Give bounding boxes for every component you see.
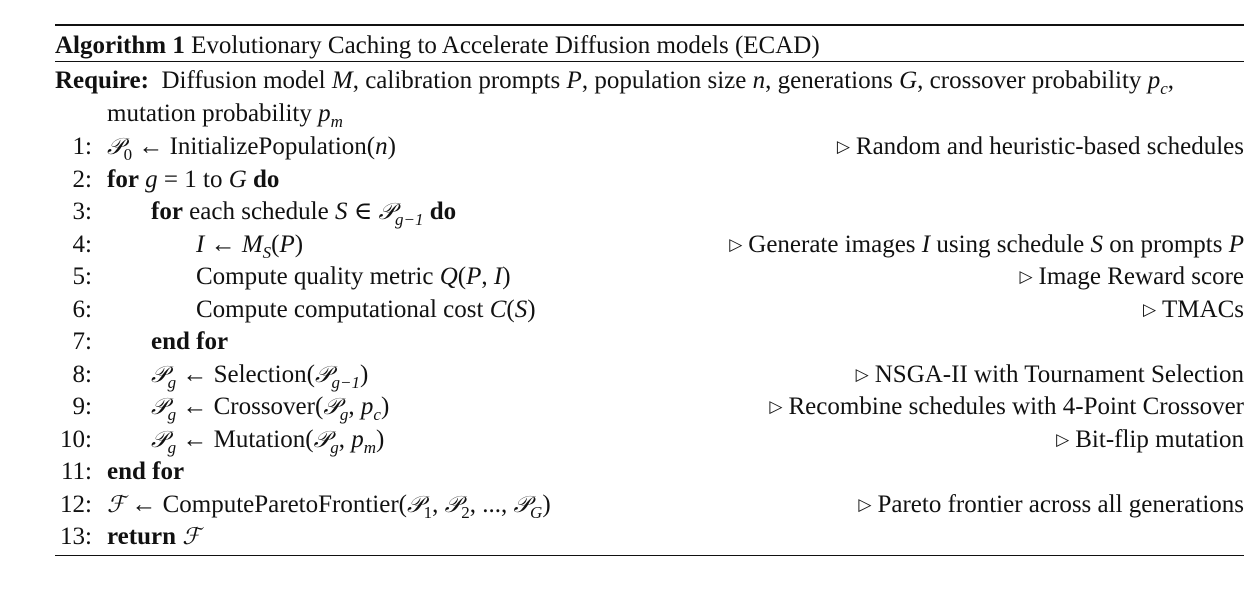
algo-line-3: 3: for each schedule S ∈ 𝒫g−1 do: [55, 195, 1244, 228]
line-comment: ▷Recombine schedules with 4-Point Crosso…: [769, 393, 1244, 420]
line-code: I ← MS(P): [196, 230, 304, 262]
comment-triangle-icon: ▷: [1056, 429, 1070, 449]
line-number: 5:: [72, 263, 92, 290]
line-code: 𝒫0 ← InitializePopulation(n): [107, 133, 396, 164]
line-code: ℱ ← ComputeParetoFrontier(𝒫1, 𝒫2, ..., 𝒫…: [107, 490, 551, 522]
line-code: end for: [151, 328, 229, 355]
algorithm-title: Evolutionary Caching to Accelerate Diffu…: [191, 32, 820, 59]
caption-rule: [55, 61, 1244, 62]
line-code: 𝒫g ← Selection(𝒫g−1): [151, 360, 369, 392]
line-number: 1:: [72, 133, 92, 160]
comment-triangle-icon: ▷: [858, 494, 872, 514]
line-code: 𝒫g ← Crossover(𝒫g, pc): [151, 393, 390, 424]
algo-line-11: 11: end for: [55, 455, 1244, 488]
line-number: 13:: [60, 523, 92, 550]
algo-line-7: 7: end for: [55, 325, 1244, 358]
algorithm-label: Algorithm 1: [55, 32, 185, 59]
algo-line-9: 9: 𝒫g ← Crossover(𝒫g, pc) ▷Recombine sch…: [55, 390, 1244, 423]
algo-line-12: 12: ℱ ← ComputeParetoFrontier(𝒫1, 𝒫2, ..…: [55, 488, 1244, 521]
line-comment: ▷Pareto frontier across all generations: [858, 490, 1244, 518]
comment-triangle-icon: ▷: [1142, 299, 1157, 319]
algo-line-5: 5: Compute quality metric Q(P, I) ▷Image…: [55, 260, 1244, 293]
line-number: 3:: [72, 198, 92, 225]
require-text: Diffusion model M, calibration prompts P…: [107, 67, 1174, 131]
algo-line-4: 4: I ← MS(P) ▷Generate images I using sc…: [55, 228, 1244, 261]
line-code: for each schedule S ∈ 𝒫g−1 do: [151, 198, 457, 229]
line-code: Compute quality metric Q(P, I): [196, 263, 511, 290]
line-code: for g = 1 to G do: [107, 165, 280, 193]
algorithm-caption: Algorithm 1 Evolutionary Caching to Acce…: [55, 26, 1244, 61]
line-comment: ▷Generate images I using schedule S on p…: [729, 230, 1244, 258]
comment-triangle-icon: ▷: [769, 397, 783, 416]
line-number: 2:: [72, 165, 92, 193]
line-number: 7:: [72, 328, 92, 355]
top-rule: [55, 24, 1244, 26]
algo-line-1: 1: 𝒫0 ← InitializePopulation(n) ▷Random …: [55, 130, 1244, 163]
line-number: 8:: [72, 360, 92, 388]
require-label: Require:: [55, 67, 149, 94]
algo-line-8: 8: 𝒫g ← Selection(𝒫g−1) ▷NSGA-II with To…: [55, 358, 1244, 391]
line-number: 12:: [60, 490, 92, 518]
line-code: end for: [107, 458, 185, 485]
comment-triangle-icon: ▷: [729, 234, 743, 254]
comment-triangle-icon: ▷: [836, 137, 850, 156]
line-code: 𝒫g ← Mutation(𝒫g, pm): [151, 425, 385, 457]
comment-triangle-icon: ▷: [855, 364, 869, 384]
algo-line-6: 6: Compute computational cost C(S) ▷TMAC…: [55, 293, 1244, 326]
comment-triangle-icon: ▷: [1019, 267, 1033, 286]
require-clause: Require: Diffusion model M, calibration …: [55, 64, 1244, 130]
algo-line-13: 13: return ℱ: [55, 520, 1244, 553]
line-comment: ▷NSGA-II with Tournament Selection: [855, 360, 1244, 388]
bottom-rule: [55, 554, 1244, 556]
line-code: return ℱ: [107, 523, 201, 550]
line-number: 4:: [72, 230, 92, 258]
line-comment: ▷TMACs: [1142, 295, 1244, 323]
line-comment: ▷Image Reward score: [1019, 263, 1244, 290]
line-code: Compute computational cost C(S): [196, 295, 536, 323]
line-comment: ▷Bit-flip mutation: [1056, 425, 1244, 453]
line-comment: ▷Random and heuristic-based schedules: [836, 133, 1244, 160]
line-number: 10:: [60, 425, 92, 453]
algo-line-10: 10: 𝒫g ← Mutation(𝒫g, pm) ▷Bit-flip muta…: [55, 423, 1244, 456]
algo-line-2: 2: for g = 1 to G do: [55, 163, 1244, 196]
algorithm-block: Algorithm 1 Evolutionary Caching to Acce…: [55, 24, 1244, 556]
line-number: 9:: [72, 393, 92, 420]
line-number: 6:: [72, 295, 92, 323]
line-number: 11:: [60, 458, 92, 485]
